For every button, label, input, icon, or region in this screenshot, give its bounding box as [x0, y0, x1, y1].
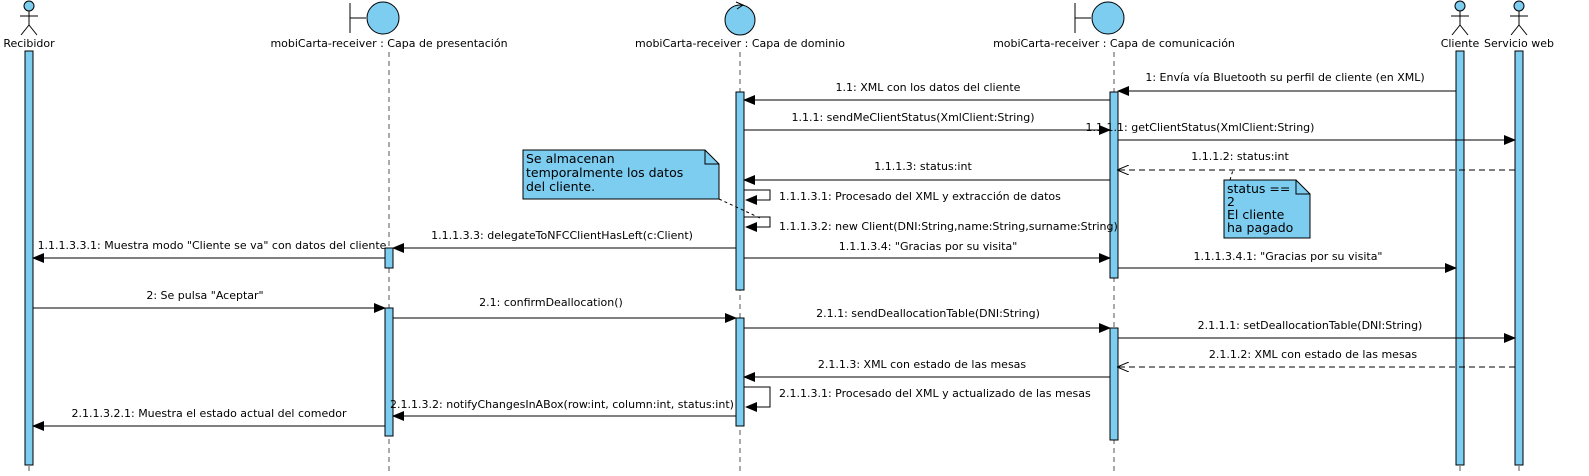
control-icon [724, 1, 756, 36]
note-line: status == [1227, 181, 1290, 196]
message-label: 2.1.1.1: setDeallocationTable(DNI:String… [1198, 319, 1423, 332]
message-m2_1_1_3: 2.1.1.3: XML con estado de las mesas [743, 358, 1110, 382]
message-label: 1.1.1.2: status:int [1191, 150, 1289, 163]
actor-icon [20, 0, 38, 36]
participant-label-servicio: Servicio web [1484, 37, 1554, 50]
message-m2_1_1: 2.1.1: sendDeallocationTable(DNI:String) [744, 307, 1111, 333]
activation-bar-servicio [1514, 50, 1524, 466]
note-fold [704, 150, 719, 165]
participant-dominio: mobiCarta-receiver : Capa de dominio [635, 1, 845, 50]
message-label: 1.1.1.3.4: "Gracias por su visita" [839, 240, 1018, 253]
activation-bar-dominio [735, 91, 745, 291]
message-label: 1.1.1.3.3: delegateToNFCClientHasLeft(c:… [431, 229, 693, 242]
message-label: 2: Se pulsa "Aceptar" [146, 289, 263, 302]
message-label: 1.1: XML con los datos del cliente [836, 81, 1021, 94]
participant-label-cliente: Cliente [1441, 37, 1480, 50]
message-m2_1_1_1: 2.1.1.1: setDeallocationTable(DNI:String… [1118, 319, 1516, 343]
participant-servicio: Servicio web [1484, 0, 1554, 50]
message-m2_1_1_3_1: 2.1.1.3.1: Procesado del XML y actualiza… [744, 386, 1091, 412]
message-m2: 2: Se pulsa "Aceptar" [33, 289, 386, 313]
message-label: 1.1.1.3.1: Procesado del XML y extracció… [779, 190, 1061, 203]
message-m1: 1: Envía vía Bluetooth su perfil de clie… [1117, 71, 1456, 96]
message-label: 1.1.1.3.4.1: "Gracias por su visita" [1194, 250, 1383, 263]
message-m1_1_1_3_1: 1.1.1.3.1: Procesado del XML y extracció… [744, 189, 1061, 205]
message-m1_1_1_2: 1.1.1.2: status:int [1118, 150, 1515, 170]
message-label: 1: Envía vía Bluetooth su perfil de clie… [1145, 71, 1424, 84]
actor-icon [1510, 0, 1528, 36]
message-label: 2.1.1: sendDeallocationTable(DNI:String) [816, 307, 1040, 320]
message-label: 1.1.1: sendMeClientStatus(XmlClient:Stri… [791, 111, 1034, 124]
self-message-arrow [744, 386, 771, 412]
note-box [1223, 179, 1311, 239]
actor-icon [1451, 0, 1469, 36]
message-label: 2.1.1.2: XML con estado de las mesas [1209, 348, 1418, 361]
participant-label-dominio: mobiCarta-receiver : Capa de dominio [635, 37, 845, 50]
message-m2_1_1_3_2: 2.1.1.3.2: notifyChangesInABox(row:int, … [390, 398, 736, 421]
message-label: 2.1.1.3.2.1: Muestra el estado actual de… [72, 407, 347, 420]
participant-comunicacion: mobiCarta-receiver : Capa de comunicació… [993, 1, 1235, 50]
message-m1_1_1: 1.1.1: sendMeClientStatus(XmlClient:Stri… [744, 111, 1111, 135]
participant-label-comunicacion: mobiCarta-receiver : Capa de comunicació… [993, 37, 1235, 50]
message-m1_1_1_1: 1.1.1.1: getClientStatus(XmlClient:Strin… [1086, 121, 1516, 145]
message-label: 1.1.1.3: status:int [874, 160, 972, 173]
note-line: ha pagado [1227, 220, 1293, 235]
note-connector [1229, 169, 1234, 181]
activation-bar-cliente [1455, 50, 1465, 466]
message-m2_1: 2.1: confirmDeallocation() [393, 296, 737, 323]
activation-bar-presentacion [384, 307, 394, 437]
boundary-icon [1074, 1, 1125, 35]
message-label: 2.1.1.3.1: Procesado del XML y actualiza… [779, 387, 1091, 400]
message-label: 2.1.1.3.2: notifyChangesInABox(row:int, … [390, 398, 734, 411]
message-label: 1.1.1.1: getClientStatus(XmlClient:Strin… [1086, 121, 1315, 134]
activation-bar-comunicacion [1109, 327, 1119, 441]
message-m2_1_1_2: 2.1.1.2: XML con estado de las mesas [1118, 348, 1515, 367]
boundary-icon [349, 1, 400, 35]
participant-label-presentacion: mobiCarta-receiver : Capa de presentació… [270, 37, 507, 50]
message-m1_1_1_3_3: 1.1.1.3.3: delegateToNFCClientHasLeft(c:… [392, 229, 736, 253]
message-m1_1_1_3_2: 1.1.1.3.2: new Client(DNI:String,name:St… [744, 216, 1118, 233]
activation-bar-recibidor [24, 50, 34, 466]
note-line: 2 [1227, 194, 1235, 209]
message-m1_1_1_3_4: 1.1.1.3.4: "Gracias por su visita" [744, 240, 1111, 263]
participant-cliente: Cliente [1441, 0, 1480, 50]
message-m2_1_1_3_2_1: 2.1.1.3.2.1: Muestra el estado actual de… [32, 407, 385, 431]
self-message-arrow [744, 189, 771, 205]
note-line: del cliente. [526, 179, 595, 194]
participant-label-recibidor: Recibidor [3, 37, 55, 50]
note-line: temporalmente los datos [526, 165, 683, 180]
message-label: 2.1: confirmDeallocation() [479, 296, 623, 309]
participant-presentacion: mobiCarta-receiver : Capa de presentació… [270, 1, 508, 50]
note-line: Se almacenan [526, 151, 615, 166]
self-message-arrow [744, 216, 771, 232]
message-m1_1_1_3_4_1: 1.1.1.3.4.1: "Gracias por su visita" [1118, 250, 1457, 273]
message-label: 1.1.1.3.3.1: Muestra modo "Cliente se va… [38, 239, 387, 252]
message-label: 1.1.1.3.2: new Client(DNI:String,name:St… [779, 220, 1118, 233]
note-connector [718, 198, 761, 219]
message-m1_1_1_3_3_1: 1.1.1.3.3.1: Muestra modo "Cliente se va… [32, 239, 387, 263]
note-box [522, 149, 720, 200]
message-label: 2.1.1.3: XML con estado de las mesas [818, 358, 1027, 371]
note-line: El cliente [1227, 207, 1285, 222]
message-m1_1_1_3: 1.1.1.3: status:int [743, 160, 1110, 185]
note-fold [1295, 180, 1310, 195]
activation-bar-comunicacion [1109, 91, 1119, 279]
activation-bar-dominio [735, 317, 745, 427]
message-m1_1: 1.1: XML con los datos del cliente [743, 81, 1110, 105]
participant-recibidor: Recibidor [3, 0, 55, 50]
